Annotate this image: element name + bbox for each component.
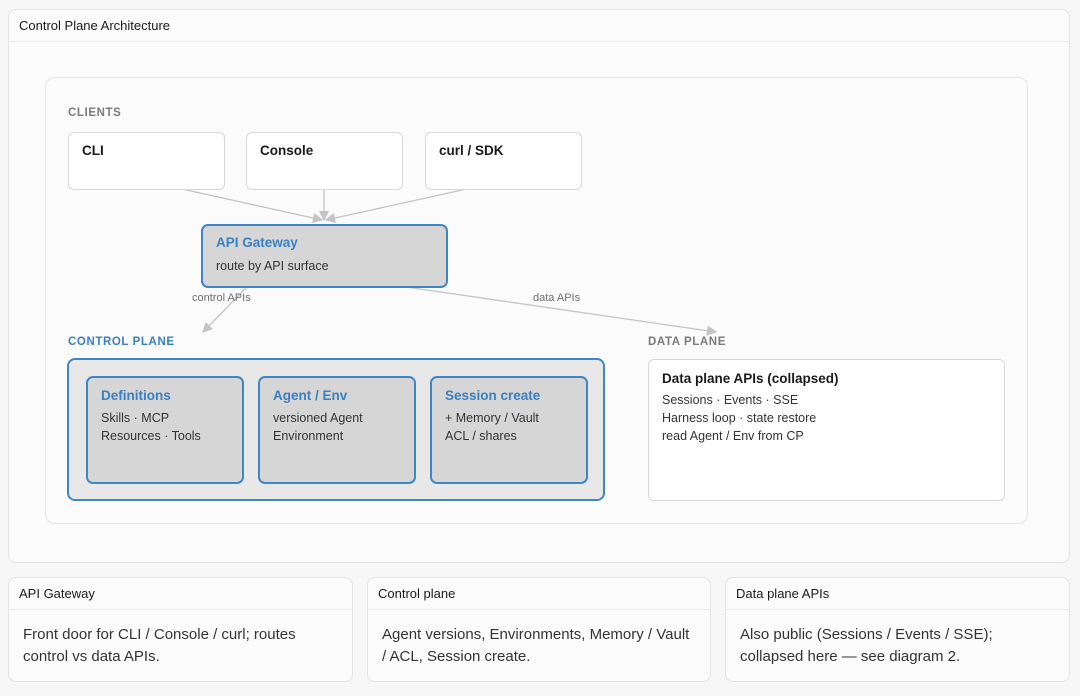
client-sdk-node[interactable]: curl / SDK xyxy=(425,132,582,190)
arrow-gateway-data xyxy=(405,286,718,336)
client-cli-node[interactable]: CLI xyxy=(68,132,225,190)
cp-card-agent-env[interactable]: Agent / Env versioned Agent Environment xyxy=(258,376,416,484)
cp-card-line: ACL / shares xyxy=(445,429,517,443)
info-panel-body: Also public (Sessions / Events / SSE); c… xyxy=(740,626,993,665)
api-gateway-node[interactable]: API Gateway route by API surface xyxy=(201,224,448,288)
info-panel-title: Data plane APIs xyxy=(726,578,1069,610)
clients-label: CLIENTS xyxy=(68,107,122,119)
cp-card-line: Skills · MCP xyxy=(101,411,170,425)
info-panel-body: Front door for CLI / Console / curl; rou… xyxy=(23,626,296,665)
data-plane-node[interactable]: Data plane APIs (collapsed) Sessions · E… xyxy=(648,359,1005,501)
diagram-panel: Control Plane Architecture CLIENTS CLI C… xyxy=(8,9,1070,563)
control-plane-label: CONTROL PLANE xyxy=(68,336,175,348)
diagram-canvas: CLIENTS CLI Console curl / SDK API Gatew… xyxy=(45,77,1028,524)
data-plane-title: Data plane APIs (collapsed) xyxy=(662,371,839,386)
cp-card-line: versioned Agent xyxy=(273,411,363,425)
client-console-node[interactable]: Console xyxy=(246,132,403,190)
info-panel-control-plane: Control plane Agent versions, Environmen… xyxy=(367,577,711,682)
cp-card-session-create[interactable]: Session create + Memory / Vault ACL / sh… xyxy=(430,376,588,484)
data-plane-line: Harness loop · state restore xyxy=(662,411,817,425)
control-plane-group: Definitions Skills · MCP Resources · Too… xyxy=(67,358,605,501)
client-cli-title: CLI xyxy=(82,143,104,158)
data-plane-label: DATA PLANE xyxy=(648,336,726,348)
info-panel-body: Agent versions, Environments, Memory / V… xyxy=(382,626,690,665)
cp-card-definitions[interactable]: Definitions Skills · MCP Resources · Too… xyxy=(86,376,244,484)
api-gateway-subtitle: route by API surface xyxy=(216,259,329,273)
arrow-gateway-control xyxy=(202,287,247,333)
panel-title: Control Plane Architecture xyxy=(9,10,1069,42)
cp-card-title: Session create xyxy=(445,388,541,403)
data-plane-line: Sessions · Events · SSE xyxy=(662,393,799,407)
cp-card-line: Environment xyxy=(273,429,344,443)
cp-card-line: + Memory / Vault xyxy=(445,411,539,425)
data-plane-line: read Agent / Env from CP xyxy=(662,429,804,443)
edge-label-data: data APIs xyxy=(533,292,581,304)
edge-label-control: control APIs xyxy=(192,292,251,304)
cp-card-line: Resources · Tools xyxy=(101,429,201,443)
client-sdk-title: curl / SDK xyxy=(439,143,504,158)
info-panel-title: API Gateway xyxy=(9,578,352,610)
info-panel-title: Control plane xyxy=(368,578,710,610)
info-panel-data-plane: Data plane APIs Also public (Sessions / … xyxy=(725,577,1070,682)
cp-card-title: Agent / Env xyxy=(273,388,348,403)
api-gateway-title: API Gateway xyxy=(216,235,298,250)
cp-card-title: Definitions xyxy=(101,388,171,403)
client-console-title: Console xyxy=(260,143,314,158)
info-panel-api-gateway: API Gateway Front door for CLI / Console… xyxy=(8,577,353,682)
